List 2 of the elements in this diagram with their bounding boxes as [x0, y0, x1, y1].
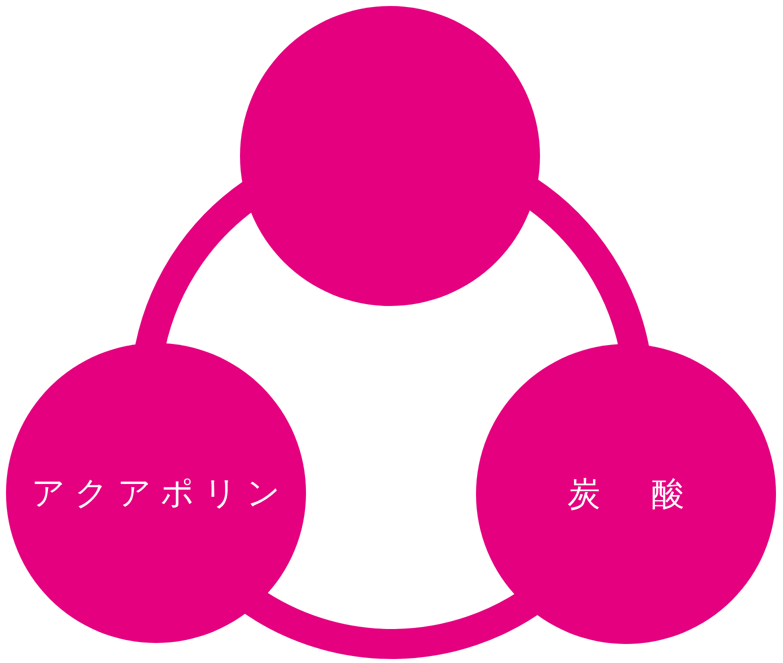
- node-label: アクアポリン: [30, 473, 290, 513]
- node-label: 炭 酸: [566, 474, 694, 514]
